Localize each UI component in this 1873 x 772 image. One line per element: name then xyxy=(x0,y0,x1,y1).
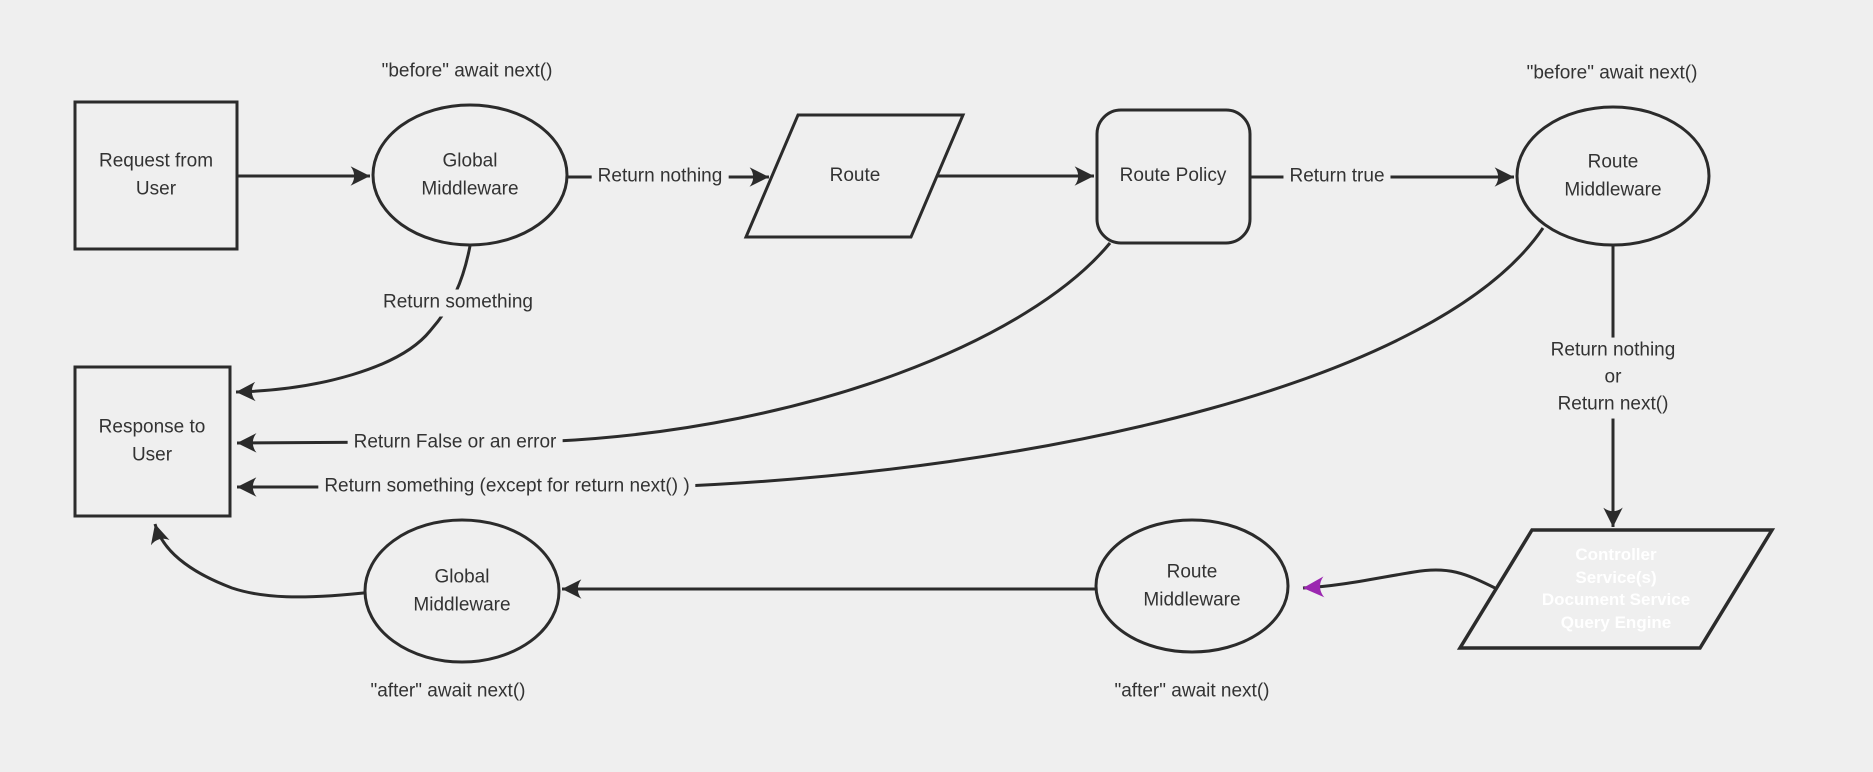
route-policy-node-label: Route Policy xyxy=(1119,165,1227,187)
route-middleware-bottom-node-shape xyxy=(1094,518,1290,654)
return-something-edge-label: Return something xyxy=(377,289,539,317)
edge-route-middleware-return-something-except xyxy=(237,227,1545,497)
global-middleware-top-node-shape xyxy=(371,103,569,247)
edge-controller-to-route-middleware-bottom xyxy=(1302,568,1498,598)
controller-node-label: Controller Service(s) Document Service Q… xyxy=(1541,544,1691,632)
response-node-label: Response to User xyxy=(98,416,206,465)
after-await-next-annotation-global: "after" await next() xyxy=(370,680,526,702)
return-false-or-error-edge-label: Return False or an error xyxy=(347,429,563,457)
response-node-shape xyxy=(73,365,232,518)
edge-route-policy-return-false xyxy=(236,242,1112,453)
edge-global-middleware-return-something xyxy=(235,245,472,402)
route-node-shape xyxy=(743,113,966,239)
route-middleware-top-node-shape xyxy=(1515,105,1711,247)
global-middleware-top-node-label: Global Middleware xyxy=(421,150,519,199)
global-middleware-bottom-node-shape xyxy=(363,518,561,664)
return-nothing-edge-label: Return nothing xyxy=(591,163,729,191)
global-middleware-bottom-node-label: Global Middleware xyxy=(413,566,511,615)
return-something-except-edge-label: Return something (except for return next… xyxy=(318,473,696,501)
edge-global-middleware-to-response xyxy=(150,523,374,599)
route-middleware-bottom-node-label: Route Middleware xyxy=(1143,561,1241,610)
return-true-edge-label: Return true xyxy=(1283,163,1391,191)
route-policy-node-shape xyxy=(1095,108,1252,245)
route-middleware-top-node-label: Route Middleware xyxy=(1564,151,1662,200)
controller-node-shape xyxy=(1456,528,1776,650)
route-node-label: Route xyxy=(829,165,881,187)
request-node-label: Request from User xyxy=(98,150,214,199)
after-await-next-annotation-route: "after" await next() xyxy=(1114,680,1270,702)
request-node-shape xyxy=(73,100,239,251)
before-await-next-annotation-route: "before" await next() xyxy=(1526,62,1698,84)
return-nothing-or-next-edge-label: Return nothing or Return next() xyxy=(1544,337,1682,419)
before-await-next-annotation-global: "before" await next() xyxy=(381,60,553,82)
